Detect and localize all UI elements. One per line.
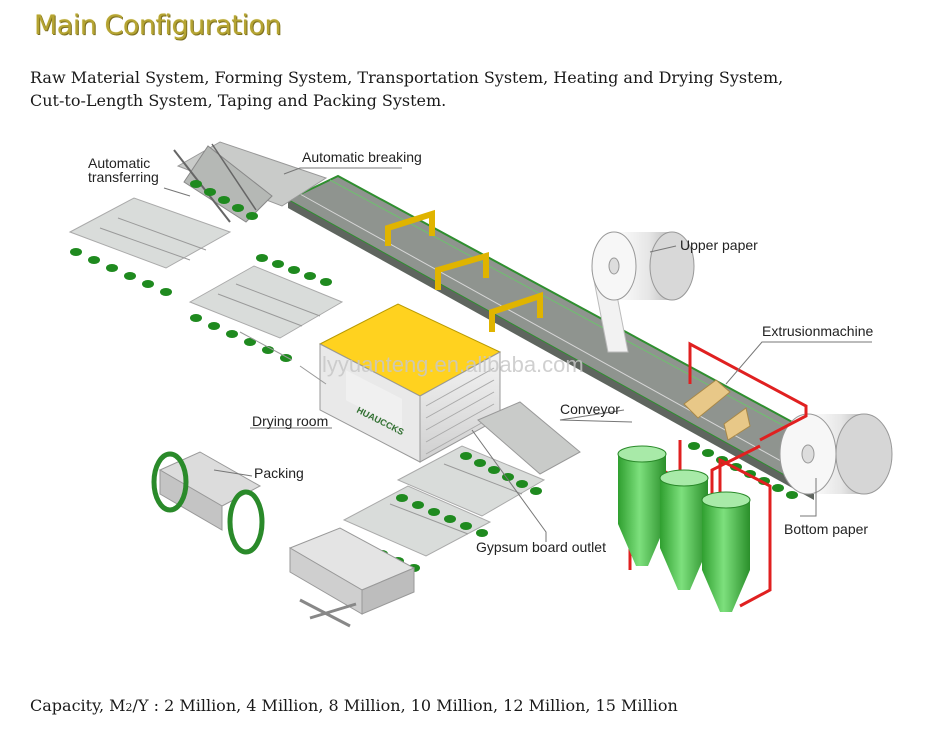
conveyor-roller <box>218 196 230 204</box>
conveyor-roller <box>190 180 202 188</box>
label-automatic-breaking: Automatic breaking <box>302 149 422 165</box>
capacity-unit-subscript: 2 <box>125 701 133 714</box>
drying-room: HUAUCCKS <box>239 303 502 463</box>
tank-3 <box>701 491 751 612</box>
packing-stack <box>288 527 416 628</box>
label-leader-lines <box>163 167 872 542</box>
forming-gantries <box>385 209 543 332</box>
conveyor-roller <box>444 515 456 523</box>
conveyor-roller <box>772 484 784 492</box>
automatic-breaking-unit <box>173 141 328 223</box>
label-bottom-paper: Bottom paper <box>784 521 868 537</box>
conveyor-roller <box>88 256 100 264</box>
conveyor-roller <box>396 494 408 502</box>
conveyor-roller <box>530 487 542 495</box>
systems-line-1: Raw Material System, Forming System, Tra… <box>30 68 784 87</box>
label-extrusion-machine: Extrusionmachine <box>762 323 873 339</box>
conveyor-roller <box>516 480 528 488</box>
label-drying-room: Drying room <box>252 413 328 429</box>
bottom-paper-roll <box>779 413 893 495</box>
conveyor-roller <box>142 280 154 288</box>
conveyor-roller <box>190 314 202 322</box>
conveyor-roller <box>204 188 216 196</box>
upper-paper-roll <box>591 231 695 353</box>
conveyor-roller <box>474 459 486 467</box>
conveyor-roller <box>280 354 292 362</box>
conveyor-roller <box>412 501 424 509</box>
page-title: Main Configuration <box>34 10 282 41</box>
label-conveyor: Conveyor <box>560 401 620 417</box>
conveyor-roller <box>320 278 332 286</box>
conveyor-roller <box>688 442 700 450</box>
packing-coil <box>151 451 265 555</box>
label-automatic-transferring-1: Automatic <box>88 155 150 171</box>
conveyor-roller <box>702 449 714 457</box>
label-automatic-transferring-2: transferring <box>88 169 159 185</box>
conveyor-roller <box>304 272 316 280</box>
conveyor-roller <box>288 266 300 274</box>
capacity-values: /Y : 2 Million, 4 Million, 8 Million, 10… <box>132 696 678 715</box>
conveyor-roller <box>786 491 798 499</box>
conveyor-roller <box>244 338 256 346</box>
conveyor-roller <box>246 212 258 220</box>
conveyor-roller <box>160 288 172 296</box>
conveyor-roller <box>70 248 82 256</box>
label-packing: Packing <box>254 465 304 481</box>
conveyor-roller <box>476 529 488 537</box>
conveyor-roller <box>124 272 136 280</box>
watermark: lyyuanteng.en.alibaba.com <box>322 352 584 377</box>
conveyor-roller <box>232 204 244 212</box>
conveyor-roller <box>488 466 500 474</box>
capacity-line: Capacity, M2/Y : 2 Million, 4 Million, 8… <box>30 696 678 715</box>
label-upper-paper: Upper paper <box>680 237 758 253</box>
label-gypsum-board-outlet: Gypsum board outlet <box>476 539 606 555</box>
main-conveyor-belt <box>285 174 869 500</box>
conveyor-roller <box>256 254 268 262</box>
conveyor-roller <box>272 260 284 268</box>
conveyor-roller <box>428 508 440 516</box>
conveyor-roller <box>262 346 274 354</box>
tank-1 <box>617 445 667 566</box>
material-tanks <box>617 445 751 612</box>
upper-roller-conveyor <box>68 180 344 362</box>
conveyor-roller <box>208 322 220 330</box>
tank-2 <box>659 469 709 590</box>
conveyor-roller <box>460 522 472 530</box>
capacity-prefix: Capacity, M <box>30 696 126 715</box>
systems-line-2: Cut-to-Length System, Taping and Packing… <box>30 91 447 110</box>
conveyor-roller <box>106 264 118 272</box>
systems-description: Raw Material System, Forming System, Tra… <box>30 66 910 112</box>
conveyor-roller <box>460 452 472 460</box>
conveyor-roller <box>226 330 238 338</box>
